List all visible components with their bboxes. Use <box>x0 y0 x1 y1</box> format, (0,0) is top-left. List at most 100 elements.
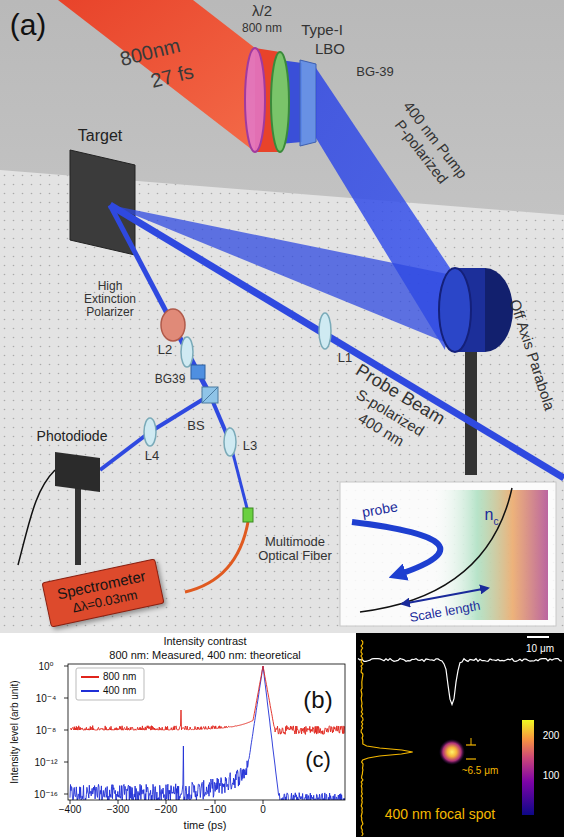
panel-label: (c) <box>305 748 331 772</box>
panel-ground <box>356 633 564 837</box>
tick-label: −100 <box>204 804 227 815</box>
optic-label: L3 <box>243 439 257 453</box>
axis-tick <box>64 666 68 667</box>
optical-fiber <box>185 522 248 592</box>
profiles <box>358 640 562 836</box>
tick-label: 10⁻¹² <box>34 757 57 768</box>
optic-label: BG39 <box>155 373 186 386</box>
panel-c <box>356 633 564 837</box>
tick-label: 10⁻⁴ <box>36 693 57 704</box>
probe-beam <box>100 432 150 470</box>
lens <box>224 428 236 456</box>
lens <box>181 337 193 367</box>
bg39-filter <box>300 60 316 146</box>
optic-label: Target <box>78 127 122 145</box>
density-profile <box>360 488 512 612</box>
axis-tick <box>64 730 68 731</box>
axis-title: time (ps) <box>184 819 227 831</box>
red-beam <box>58 0 255 152</box>
tick-label: −300 <box>107 804 130 815</box>
panel-label: (b) <box>303 687 332 713</box>
plot-frame <box>68 664 345 800</box>
inset <box>340 482 556 626</box>
focal-spot <box>439 739 465 765</box>
optic-label: BG-39 <box>356 65 394 79</box>
tick-label: 0 <box>260 804 266 815</box>
half-wave-plate <box>245 48 265 152</box>
lens <box>319 313 331 349</box>
panel-b <box>0 633 356 837</box>
tick-label: 10⁻¹⁶ <box>34 789 58 800</box>
legend-frame <box>76 668 144 700</box>
cable <box>18 470 55 565</box>
axis-tick <box>64 698 68 699</box>
optic-label: λ/2 <box>252 3 272 20</box>
scale-label: 10 μm <box>526 643 554 654</box>
lens <box>144 418 156 446</box>
parabola-mirror <box>439 268 471 352</box>
colorbar-label: 100 <box>543 770 560 781</box>
post <box>465 340 477 475</box>
optic-label: L1 <box>338 351 352 365</box>
optic-label: High Extinction Polarizer <box>74 280 146 320</box>
ticks <box>64 666 263 804</box>
axis-tick <box>263 800 264 804</box>
optic-label: 800 nm <box>242 22 282 35</box>
bg39-filter <box>191 365 205 379</box>
inset-label: n <box>485 506 494 524</box>
axis-tick <box>215 800 216 804</box>
inset-frame <box>340 482 556 626</box>
size-label: ~6.5 μm <box>462 765 499 776</box>
optic-label: L4 <box>145 449 159 463</box>
chart-subtitle: 800 nm: Measured, 400 nm: theoretical <box>109 649 300 661</box>
chart-title: Intensity contrast <box>163 635 246 647</box>
fiber-connector <box>243 508 253 522</box>
intensity-curve <box>70 666 345 734</box>
inset-label: c <box>494 516 499 527</box>
curves <box>70 666 345 800</box>
beam-splitter <box>202 387 218 403</box>
beam-splitter <box>202 387 218 403</box>
colorbar-label: 200 <box>543 730 560 741</box>
tick-label: −400 <box>59 804 82 815</box>
scale-bar <box>527 636 549 638</box>
axis-tick <box>70 800 71 804</box>
legend-swatch <box>81 690 99 692</box>
tick-label: −200 <box>155 804 178 815</box>
panel-label: (a) <box>10 8 47 41</box>
optic-label: Type-I <box>301 22 343 39</box>
axis-tick <box>64 762 68 763</box>
lbo-crystal <box>271 52 289 152</box>
photodiode <box>55 452 100 492</box>
axis-tick <box>118 800 119 804</box>
intensity-profile <box>358 659 562 705</box>
legend-text: 800 nm <box>103 671 136 682</box>
tick-label: 10⁻⁸ <box>36 725 57 736</box>
optic-label: Multimode Optical Fiber <box>255 535 335 564</box>
axis-tick <box>64 794 68 795</box>
colorbar <box>522 720 534 815</box>
optic-label: LBO <box>315 41 345 58</box>
legend-swatch <box>81 676 99 678</box>
post <box>75 488 81 565</box>
size-mark <box>471 738 472 745</box>
probe-beam <box>110 205 564 478</box>
optic-label: Photodiode <box>37 429 108 444</box>
intensity-curve <box>70 666 345 800</box>
axis-title: Intensity level (arb unit) <box>9 680 20 783</box>
optic-label: BS <box>187 419 204 433</box>
polarizer <box>161 309 185 341</box>
image-title: 400 nm focal spot <box>385 807 496 822</box>
size-mark <box>466 758 476 759</box>
plasma-slab <box>430 490 548 620</box>
focused-pump <box>110 205 452 345</box>
back-wall <box>0 0 564 633</box>
panel-ground <box>0 633 356 837</box>
tick-label: 10⁰ <box>38 661 53 672</box>
axis-tick <box>166 800 167 804</box>
legend-text: 400 nm <box>103 685 136 696</box>
setup-scene <box>0 0 564 633</box>
probe-arrow <box>352 522 440 574</box>
